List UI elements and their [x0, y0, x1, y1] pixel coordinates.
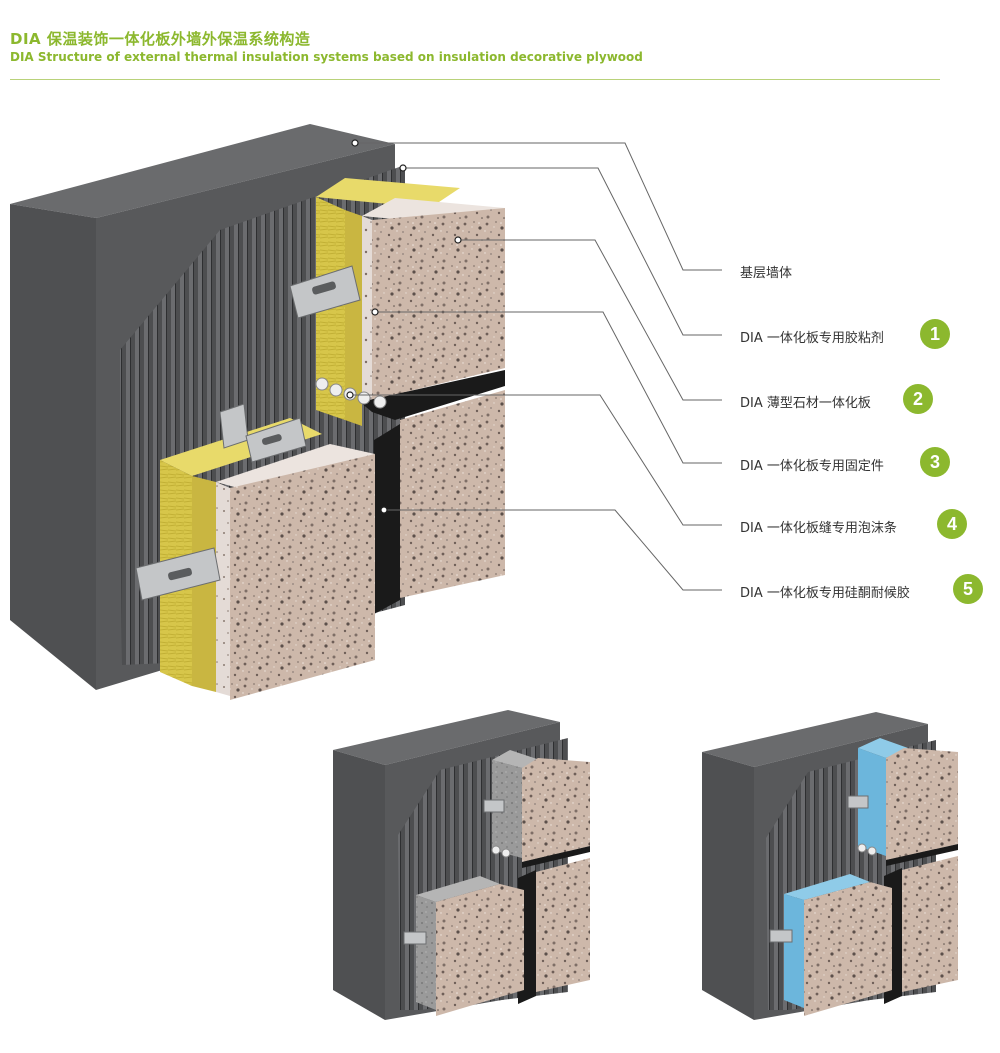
- legend-label-2: DIA 薄型石材一体化板: [740, 396, 871, 411]
- legend-badge-4: 4: [937, 509, 967, 539]
- leader-line-5: [384, 509, 722, 591]
- leader-line-3: [375, 311, 722, 464]
- legend-badge-5: 5: [953, 574, 983, 604]
- leader-line-4: [350, 394, 722, 526]
- legend-label-1: DIA 一体化板专用胶粘剂: [740, 331, 884, 346]
- legend-label-4: DIA 一体化板缝专用泡沫条: [740, 521, 897, 536]
- upper-insulation-face: [345, 210, 362, 426]
- fixing-anchor-3: [135, 547, 221, 601]
- page-title-cn: DIA 保温装饰一体化板外墙外保温系统构造: [10, 30, 311, 48]
- legend-badge-2: 2: [903, 384, 933, 414]
- variant-assembly-xps: [702, 712, 958, 1020]
- base-wall-front: [10, 204, 96, 690]
- lower-stone-side: [216, 482, 230, 696]
- main-assembly: [10, 124, 505, 700]
- mortar-board-upper: [492, 750, 540, 768]
- header-divider: [10, 79, 940, 80]
- upper-stone-face: [372, 208, 505, 400]
- leader-dots: [346, 139, 462, 514]
- leader-lines: [350, 142, 722, 591]
- legend-badge-3: 3: [920, 447, 950, 477]
- right-stone-face: [400, 390, 505, 598]
- variant-assembly-mortar: [333, 710, 590, 1020]
- xps-board-lower: [784, 874, 870, 900]
- vertical-sealant: [374, 424, 400, 614]
- legend-badge-1: 1: [920, 319, 950, 349]
- legend-label-5: DIA 一体化板专用硅酮耐候胶: [740, 586, 910, 601]
- mortar-board-lower: [416, 876, 500, 902]
- upper-insulation-top: [316, 178, 460, 208]
- fixing-anchor-2: [219, 403, 307, 463]
- fixing-anchor-1: [289, 265, 361, 319]
- upper-stone-side: [362, 216, 372, 400]
- lower-stone-face: [230, 454, 375, 700]
- page-title-en: DIA Structure of external thermal insula…: [10, 50, 643, 64]
- leader-line-2: [458, 239, 722, 401]
- lower-stone-top: [216, 444, 375, 494]
- legend-label-base-wall: 基层墙体: [740, 266, 793, 281]
- legend-label-3: DIA 一体化板专用固定件: [740, 459, 884, 474]
- base-wall-top: [10, 124, 395, 218]
- leader-line-base-wall: [355, 142, 722, 271]
- leader-line-1: [403, 167, 722, 336]
